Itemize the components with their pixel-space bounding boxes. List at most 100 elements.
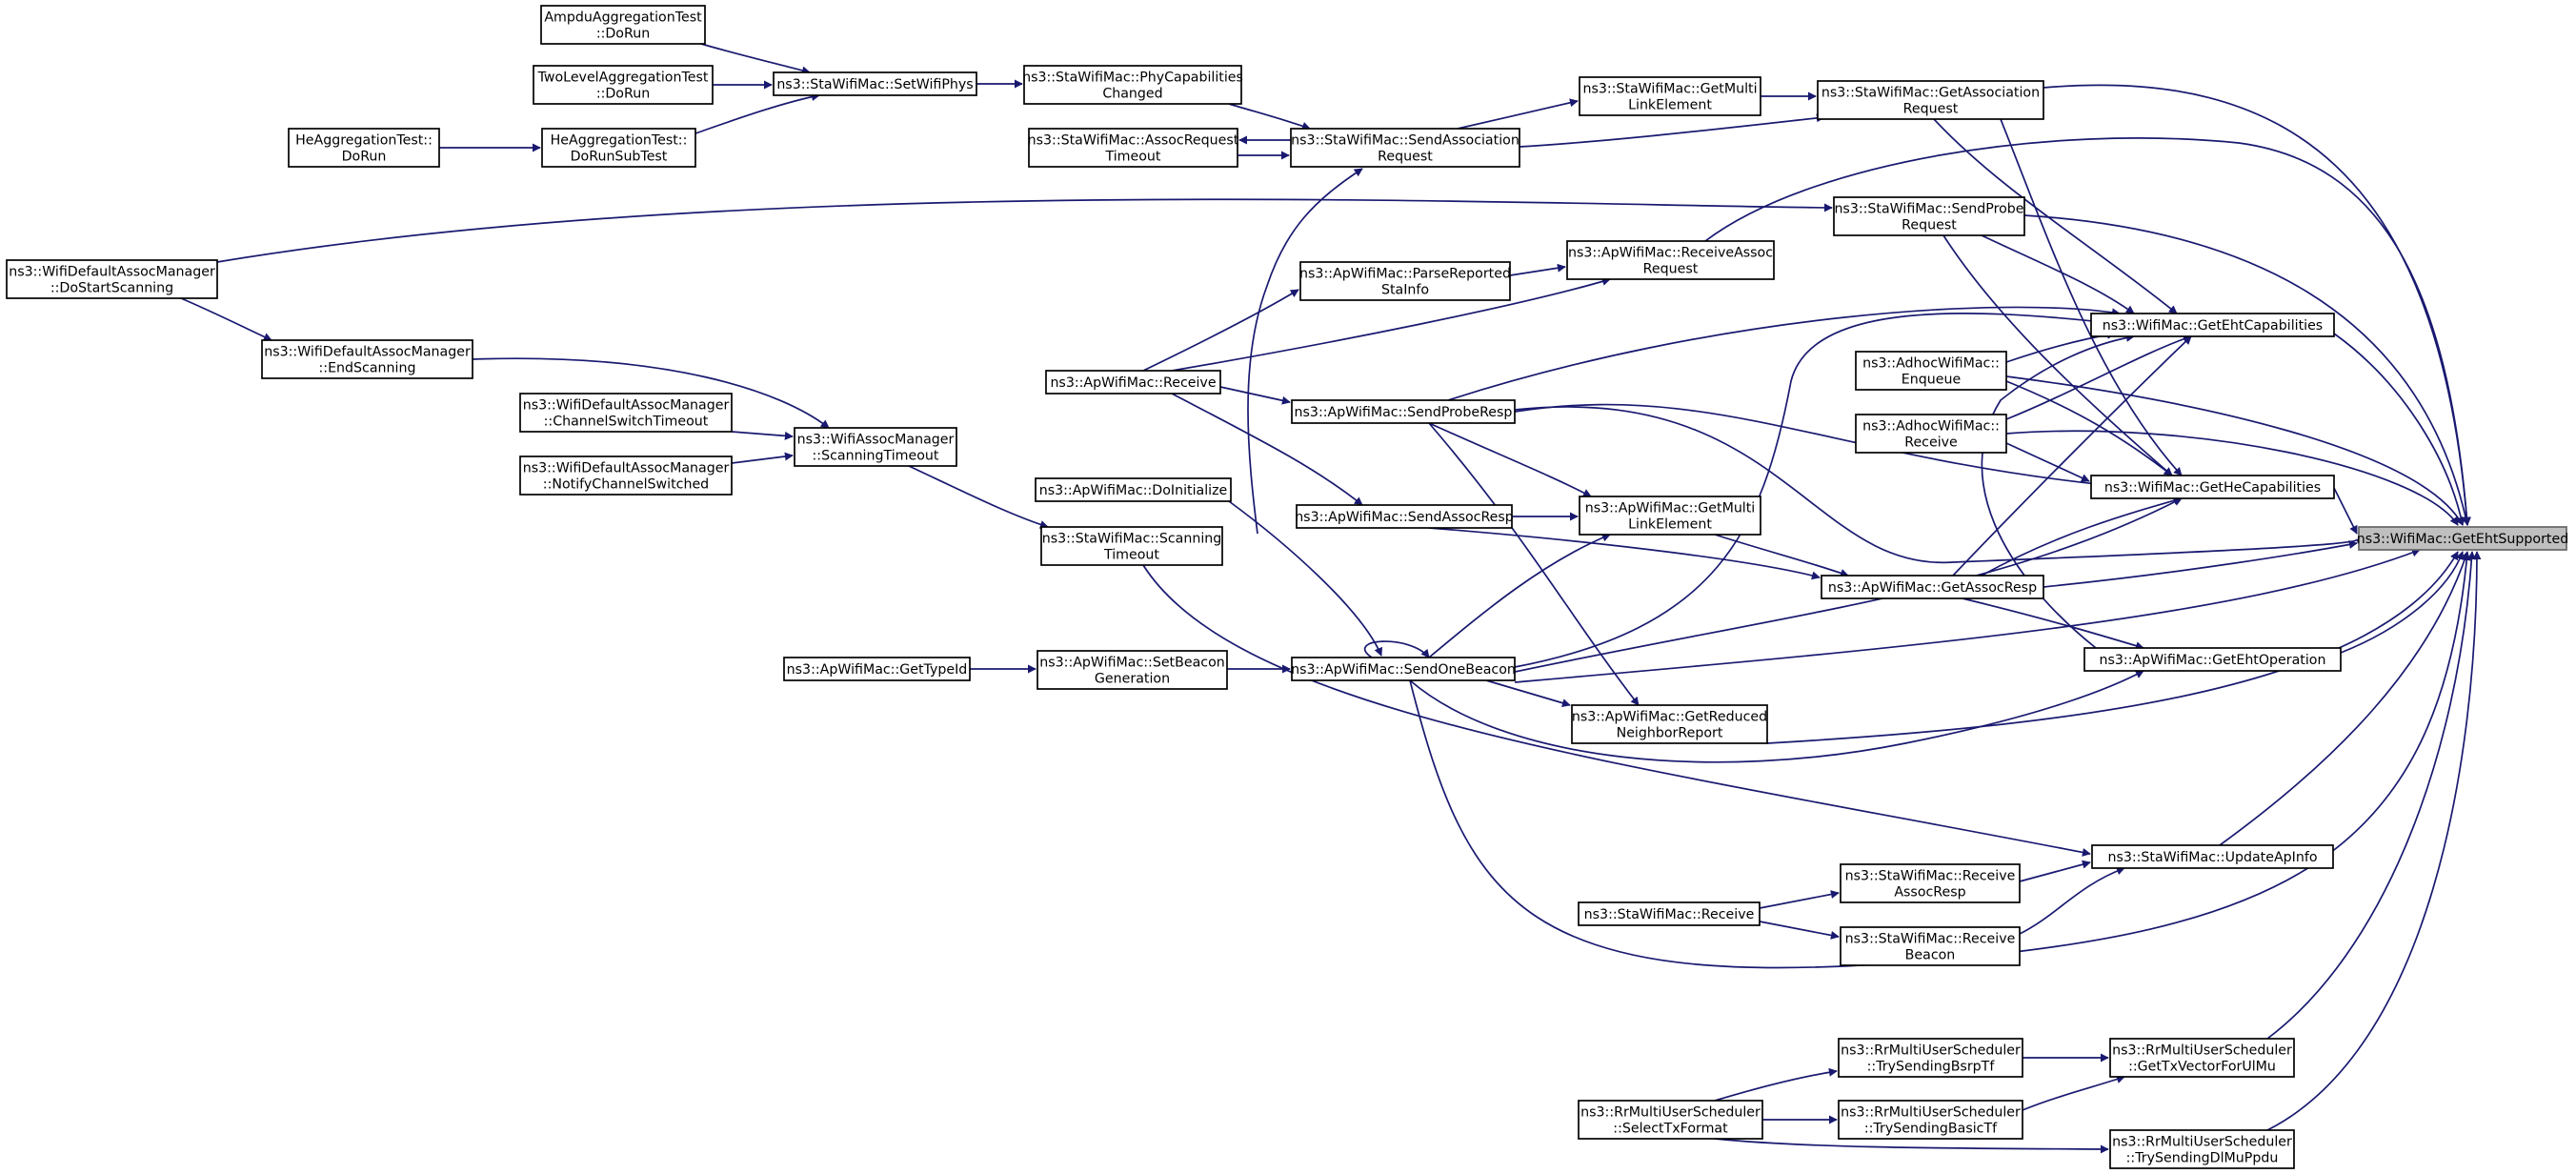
node-gettypeid[interactable]: ns3::ApWifiMac::GetTypeId <box>783 657 971 681</box>
node-dostartscan[interactable]: ns3::WifiDefaultAssocManager::DoStartSca… <box>6 259 218 299</box>
edge-recvbeacon-to-updateapinfo <box>2019 866 2125 935</box>
edge-getassocresp-to-getehtop <box>1962 597 2144 650</box>
node-apreceive[interactable]: ns3::ApWifiMac::Receive <box>1045 370 1221 395</box>
node-scantimeout[interactable]: ns3::WifiAssocManager::ScanningTimeout <box>794 427 957 467</box>
node-box <box>2109 1129 2295 1169</box>
edge-line <box>1409 670 2144 763</box>
call-edges <box>180 43 2482 1154</box>
node-ampdu[interactable]: AmpduAggregationTest::DoRun <box>540 5 706 45</box>
edge-line <box>2019 866 2125 935</box>
node-label: DoRunSubTest <box>571 150 668 165</box>
edge-sendproberesp-to-getrnr <box>1428 422 1640 706</box>
node-trybsrp[interactable]: ns3::RrMultiUserScheduler::TrySendingBsr… <box>1838 1038 2023 1078</box>
node-updateapinfo[interactable]: ns3::StaWifiMac::UpdateApInfo <box>2091 844 2334 869</box>
node-setphys[interactable]: ns3::StaWifiMac::SetWifiPhys <box>773 71 977 96</box>
edge-line <box>1981 496 2183 577</box>
edge-notifych-to-scantimeout <box>731 452 794 464</box>
node-sendassocresp[interactable]: ns3::ApWifiMac::SendAssocResp <box>1295 504 1514 529</box>
edge-adhocreceive-to-getehtcap <box>2005 334 2192 420</box>
node-getehtop[interactable]: ns3::ApWifiMac::GetEhtOperation <box>2083 647 2342 672</box>
node-gettxvec[interactable]: ns3::RrMultiUserScheduler::GetTxVectorFo… <box>2109 1038 2295 1078</box>
node-label: ns3::ApWifiMac::GetEhtOperation <box>2100 653 2326 668</box>
node-box <box>2109 1038 2295 1078</box>
node-sendonebeacon[interactable]: ns3::ApWifiMac::SendOneBeacon <box>1291 657 1516 681</box>
node-trydlmu[interactable]: ns3::RrMultiUserScheduler::TrySendingDlM… <box>2109 1129 2295 1169</box>
node-stascantimeout[interactable]: ns3::StaWifiMac::ScanningTimeout <box>1040 526 1223 566</box>
node-label: ::ChannelSwitchTimeout <box>544 415 709 430</box>
node-box <box>541 128 696 168</box>
node-endscan[interactable]: ns3::WifiDefaultAssocManager::EndScannin… <box>261 339 473 379</box>
node-adhocreceive[interactable]: ns3::AdhocWifiMac::Receive <box>1855 414 2007 454</box>
edge-apreceive-to-parsereported <box>1142 289 1299 372</box>
node-hedorun[interactable]: HeAggregationTest::DoRun <box>288 128 440 168</box>
edge-adhocenqueue-to-gethecap <box>2005 380 2173 476</box>
node-box <box>1578 1100 1763 1140</box>
edge-sendonebeacon-to-sendonebeacon <box>1363 640 1430 658</box>
edge-line <box>1457 98 1579 130</box>
node-trybasic[interactable]: ns3::RrMultiUserScheduler::TrySendingBas… <box>1838 1100 2023 1140</box>
edge-getrnr-to-root <box>1766 551 2459 744</box>
node-label: ::TrySendingDlMuPpdu <box>2126 1151 2279 1166</box>
node-chswitchto[interactable]: ns3::WifiDefaultAssocManager::ChannelSwi… <box>519 393 733 433</box>
node-label: ::NotifyChannelSwitched <box>543 477 709 493</box>
edge-phycap-to-sendassocreq <box>1228 103 1311 131</box>
node-box <box>2090 313 2335 337</box>
node-label: ns3::WifiDefaultAssocManager <box>523 398 730 414</box>
node-gethecap[interactable]: ns3::WifiMac::GetHeCapabilities <box>2090 475 2335 499</box>
node-label: ::TrySendingBsrpTf <box>1867 1060 1996 1075</box>
node-label: ns3::ApWifiMac::GetAssocResp <box>1828 580 2037 596</box>
node-sendproberesp[interactable]: ns3::ApWifiMac::SendProbeResp <box>1291 399 1516 424</box>
edge-line <box>1409 552 2471 969</box>
node-label: ns3::WifiMac::GetEhtSupported <box>2357 532 2568 547</box>
edge-updateapinfo-to-root <box>2219 551 2469 846</box>
node-box <box>2358 526 2567 551</box>
node-stareceive[interactable]: ns3::StaWifiMac::Receive <box>1578 901 1761 926</box>
node-box <box>6 259 218 299</box>
node-selecttx[interactable]: ns3::RrMultiUserScheduler::SelectTxForma… <box>1578 1100 1763 1140</box>
edge-line <box>2023 214 2470 526</box>
node-label: ns3::ApWifiMac::GetReduced <box>1572 710 1767 725</box>
node-label: ns3::AdhocWifiMac:: <box>1862 419 2000 435</box>
node-box <box>1838 1100 2023 1140</box>
edge-sendproberesp-to-getehtcap <box>1447 306 2121 401</box>
edge-line <box>2043 540 2358 588</box>
node-root[interactable]: ns3::WifiMac::GetEhtSupported <box>2357 526 2568 551</box>
node-hesubtest[interactable]: HeAggregationTest::DoRunSubTest <box>541 128 696 168</box>
node-adhocenqueue[interactable]: ns3::AdhocWifiMac::Enqueue <box>1855 351 2007 391</box>
edge-gethecap-to-root <box>2333 487 2358 535</box>
node-label: ns3::WifiDefaultAssocManager <box>9 265 215 280</box>
node-box <box>1291 657 1516 681</box>
node-box <box>540 5 706 45</box>
node-label: ns3::ApWifiMac::SendAssocResp <box>1295 510 1514 525</box>
edge-line <box>1363 640 1430 658</box>
node-label: ::DoRun <box>596 27 650 42</box>
edge-sendassocreq-to-getassocreq <box>1519 113 1825 148</box>
node-label: ns3::StaWifiMac::Receive <box>1845 932 2016 947</box>
node-twolevel[interactable]: TwoLevelAggregationTest::DoRun <box>533 65 714 105</box>
node-notifych[interactable]: ns3::WifiDefaultAssocManager::NotifyChan… <box>519 455 733 496</box>
node-getehtcap[interactable]: ns3::WifiMac::GetEhtCapabilities <box>2090 313 2335 337</box>
edge-trybasic-to-gettxvec <box>2022 1075 2125 1111</box>
node-box <box>1028 128 1238 168</box>
node-box <box>1023 65 1242 105</box>
node-apdoinit[interactable]: ns3::ApWifiMac::DoInitialize <box>1035 477 1232 502</box>
edge-line <box>1514 313 2121 668</box>
node-label: ns3::ApWifiMac::DoInitialize <box>1039 483 1228 498</box>
node-box <box>1036 650 1228 690</box>
edge-line <box>1514 548 2421 683</box>
node-getassocresp[interactable]: ns3::ApWifiMac::GetAssocResp <box>1821 575 2044 599</box>
